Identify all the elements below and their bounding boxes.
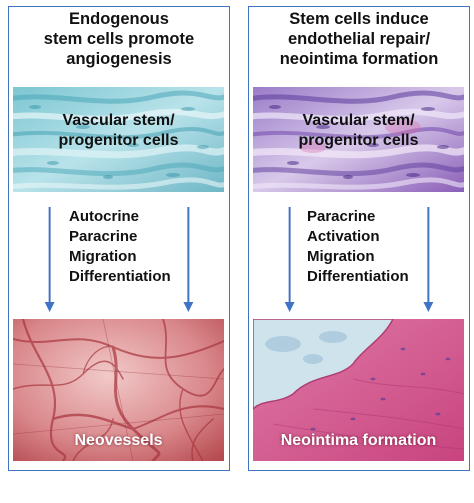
heading-line-2: stem cells promote: [43, 30, 195, 48]
neointima-formation-image: Neointima formation: [253, 319, 464, 461]
cropped-caption-strip: [0, 486, 474, 503]
label-line-1: Vascular stem/: [302, 112, 415, 129]
mechanism-item: Migration: [69, 248, 137, 265]
label-line-2: progenitor cells: [58, 132, 179, 149]
mechanism-item: Activation: [307, 228, 380, 245]
vascular-progenitor-cells-image: Vascular stem/ progenitor cells: [13, 87, 224, 192]
mechanisms-list: Paracrine Activation Migration Different…: [307, 207, 409, 287]
neointima-micrograph: [253, 319, 464, 461]
image-top-label: Vascular stem/ progenitor cells: [253, 111, 464, 151]
mechanism-item: Autocrine: [69, 208, 140, 225]
panel-heading: Endogenous stem cells promote angiogenes…: [9, 9, 229, 69]
mechanism-item: Paracrine: [69, 228, 138, 245]
mechanism-item: Differentiation: [69, 268, 171, 285]
label-line-2: progenitor cells: [298, 132, 419, 149]
neovessels-image: Neovessels: [13, 319, 224, 461]
mechanism-item: Migration: [307, 248, 375, 265]
image-bottom-label: Neovessels: [74, 432, 163, 449]
label-line-1: Vascular stem/: [62, 112, 175, 129]
vascular-progenitor-cells-image: Vascular stem/ progenitor cells: [253, 87, 464, 192]
heading-line-1: Stem cells induce: [289, 10, 429, 28]
stained-tissue-micrograph: [253, 87, 464, 192]
panel-endogenous-angiogenesis: Endogenous stem cells promote angiogenes…: [8, 6, 230, 471]
arrows-group: [249, 195, 469, 319]
vessel-network-micrograph: [13, 319, 224, 461]
panel-heading: Stem cells induce endothelial repair/ ne…: [249, 9, 469, 69]
image-top-label: Vascular stem/ progenitor cells: [13, 111, 224, 151]
heading-line-1: Endogenous: [69, 10, 169, 28]
panel-endothelial-repair: Stem cells induce endothelial repair/ ne…: [248, 6, 470, 471]
mechanisms-list: Autocrine Paracrine Migration Differenti…: [69, 207, 171, 287]
heading-line-2: endothelial repair/: [287, 30, 431, 48]
mechanism-item: Paracrine: [307, 208, 376, 225]
image-bottom-label: Neointima formation: [280, 432, 437, 449]
arrows-group: [9, 195, 229, 319]
heading-line-3: angiogenesis: [66, 50, 172, 68]
heading-line-3: neointima formation: [279, 50, 439, 68]
mechanism-item: Differentiation: [307, 268, 409, 285]
stained-tissue-micrograph: [13, 87, 224, 192]
